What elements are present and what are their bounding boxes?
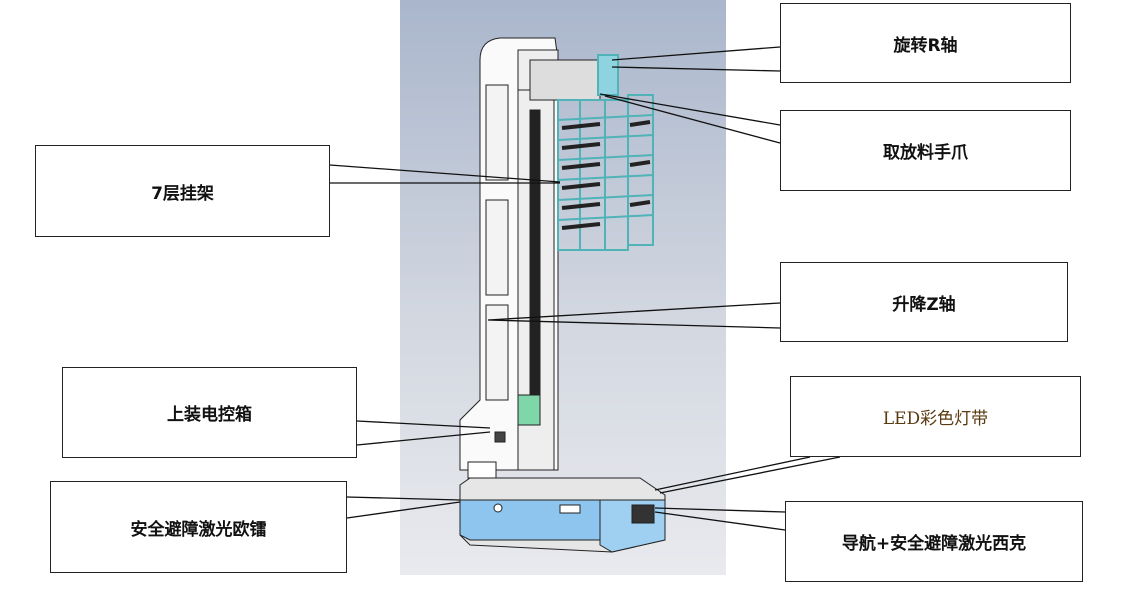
- label-led-strip: LED彩色灯带: [882, 409, 989, 429]
- callout-rack: 7层挂架: [35, 145, 330, 237]
- label-gripper: 取放料手爪: [883, 143, 968, 163]
- label-control-box: 上装电控箱: [167, 405, 252, 425]
- callout-z-axis: 升降Z轴: [780, 262, 1068, 342]
- label-rack: 7层挂架: [151, 183, 214, 204]
- callout-gripper: 取放料手爪: [780, 110, 1071, 191]
- callout-led-strip: LED彩色灯带: [790, 376, 1081, 457]
- robot-tower: [459, 37, 601, 479]
- label-z-axis: 升降Z轴: [892, 294, 956, 315]
- agv-base: [459, 477, 666, 553]
- label-sick-laser: 导航+安全避障激光西克: [841, 534, 1027, 554]
- callout-r-axis: 旋转R轴: [780, 3, 1071, 83]
- label-olei-laser: 安全避障激光欧镭: [130, 519, 267, 540]
- rack-shelves: [561, 120, 651, 230]
- leader-lines: [329, 46, 841, 531]
- callout-olei-laser: 安全避障激光欧镭: [50, 481, 347, 573]
- callout-control-box: 上装电控箱: [62, 367, 357, 458]
- label-r-axis: 旋转R轴: [893, 35, 958, 56]
- callout-sick-laser: 导航+安全避障激光西克: [785, 501, 1083, 582]
